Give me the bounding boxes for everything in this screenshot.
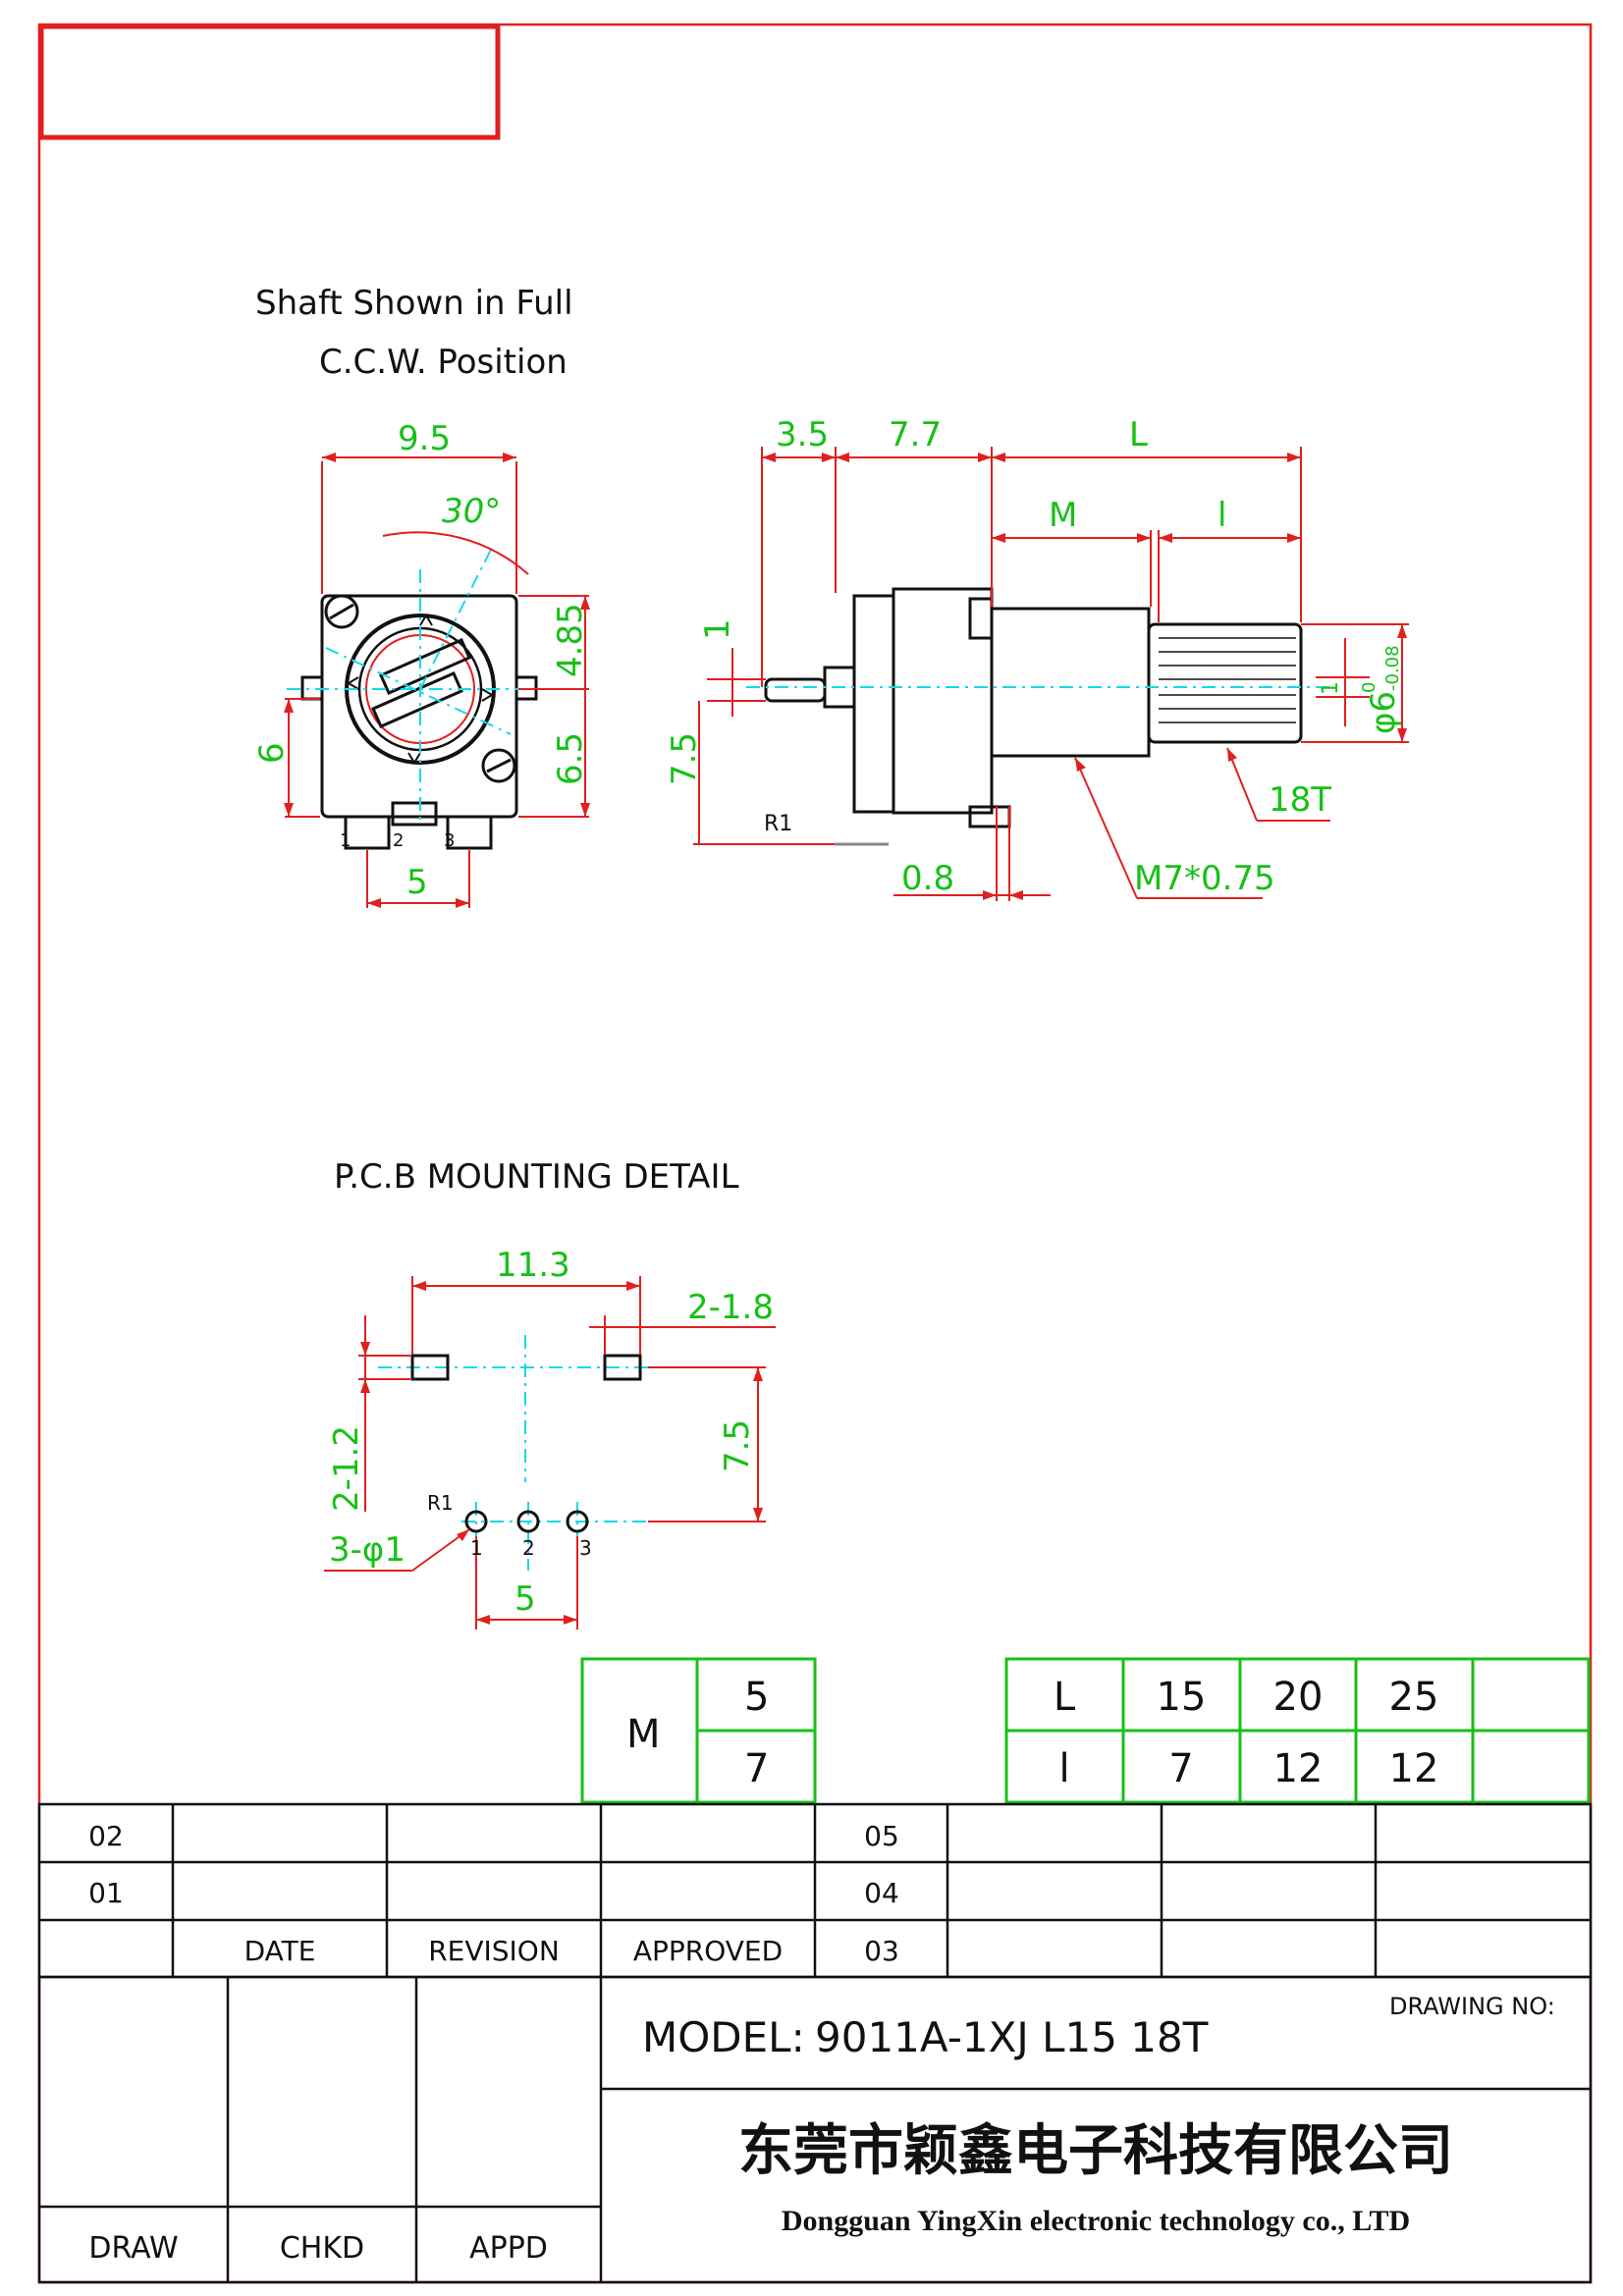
- bushing: [990, 607, 1151, 758]
- dim-thread: M7*0.75: [1134, 859, 1275, 898]
- table-m-value-1: 5: [744, 1675, 769, 1720]
- dim-tol-down: -0.08: [1382, 645, 1403, 691]
- pcb-hole-3: [566, 1510, 589, 1533]
- rev-cell: 02: [88, 1820, 124, 1852]
- dim-shaft-1: 1: [1319, 681, 1343, 695]
- screw-top-left: [324, 594, 359, 629]
- pin-label-1: 1: [340, 830, 351, 851]
- pcb-detail-title: P.C.B MOUNTING DETAIL: [334, 1157, 739, 1197]
- rev-cell: 05: [864, 1820, 899, 1852]
- table-l-cell: 12: [1273, 1746, 1324, 1791]
- dim-1: 1: [698, 618, 737, 640]
- pcb-hole-1: [464, 1510, 488, 1533]
- rev-header-revision: REVISION: [428, 1935, 560, 1967]
- corner-box: [38, 24, 501, 140]
- sign-draw: DRAW: [88, 2231, 178, 2266]
- dim-7-5: 7.5: [665, 732, 704, 785]
- dim-M: M: [1049, 496, 1077, 535]
- dim-angle: 30°: [442, 492, 501, 531]
- rev-cell: 03: [864, 1935, 899, 1967]
- knurled-shaft: [1147, 622, 1303, 744]
- dim-lower: 6.5: [551, 732, 590, 785]
- dim-pitch: 5: [406, 863, 428, 902]
- dim-l: l: [1217, 496, 1226, 535]
- dim-upper: 4.85: [551, 603, 590, 677]
- pin-tab: [391, 801, 438, 827]
- pcb-hole-2: [516, 1510, 540, 1533]
- sign-appd: APPD: [469, 2231, 548, 2266]
- rev-header-approved: APPROVED: [633, 1935, 783, 1967]
- pin-leg-1: [344, 815, 391, 850]
- side-r1: R1: [764, 812, 792, 836]
- dim-span: 11.3: [496, 1246, 570, 1285]
- pcb-pin-3: 3: [579, 1536, 592, 1560]
- pcb-pin-2: 2: [522, 1536, 535, 1560]
- bracket: [852, 594, 895, 814]
- table-m-value-2: 7: [744, 1746, 769, 1791]
- company-name-cn: 东莞市颖鑫电子科技有限公司: [738, 2118, 1453, 2183]
- drawing-no-label: DRAWING NO:: [1389, 1993, 1555, 2020]
- pin-leg-3: [446, 815, 493, 850]
- dim-knurl: 18T: [1269, 780, 1331, 820]
- shaft-note-line2: C.C.W. Position: [319, 343, 568, 382]
- dim-L: L: [1129, 415, 1148, 454]
- title-block: MODEL: 9011A-1XJ L15 18T DRAWING NO: DRA…: [37, 1975, 1593, 2284]
- pcb-r1: R1: [427, 1491, 454, 1515]
- table-m-label: M: [626, 1712, 661, 1757]
- dim-slot: 2-1.8: [687, 1288, 774, 1327]
- dim-0-8: 0.8: [901, 859, 954, 898]
- table-l-cell: 15: [1157, 1675, 1207, 1720]
- dim-slot-h: 2-1.2: [327, 1425, 366, 1512]
- dim-width: 9.5: [398, 419, 451, 458]
- dim-pcb-pitch: 5: [514, 1579, 536, 1619]
- company-name-en: Dongguan YingXin electronic technology c…: [782, 2205, 1410, 2237]
- table-l-cell: L: [1054, 1675, 1076, 1720]
- pcb-slot-left: [410, 1354, 450, 1381]
- table-l-cell: 7: [1168, 1746, 1193, 1791]
- dim-hole-pitch: 7.5: [718, 1419, 757, 1472]
- table-l-cell: 25: [1389, 1675, 1439, 1720]
- rev-cell: 04: [864, 1877, 899, 1909]
- model-value: 9011A-1XJ L15 18T: [815, 2013, 1209, 2061]
- pin-label-3: 3: [444, 830, 455, 851]
- table-l: L 15 20 25 l 7 12 12: [1004, 1657, 1591, 1804]
- shaft-slot: [379, 638, 471, 695]
- rev-cell: 01: [88, 1877, 124, 1909]
- dim-3-5: 3.5: [776, 415, 829, 454]
- shaft-note-line1: Shaft Shown in Full: [255, 284, 573, 323]
- dim-holes: 3-φ1: [329, 1530, 406, 1570]
- dim-7-7: 7.7: [889, 415, 942, 454]
- revision-block: 02 01 DATE REVISION APPROVED 05 04 03: [37, 1802, 1593, 1979]
- table-m: M 5 7: [580, 1657, 817, 1804]
- pcb-pin-1: 1: [470, 1536, 483, 1560]
- pcb-detail: 11.3 2-1.8 2-1.2 7.5 3-φ1 5 R1 1 2 3: [324, 1246, 776, 1629]
- rev-header-date: DATE: [244, 1935, 316, 1967]
- pcb-slot-right: [603, 1354, 642, 1381]
- side-view: 3.5 7.7 L M l 1 7.5 0.8 M7*0.75 18T φ6 0…: [665, 415, 1409, 901]
- screw-bottom-right: [481, 748, 516, 783]
- sign-chkd: CHKD: [280, 2231, 364, 2266]
- dim-shaft-dia: φ6: [1364, 691, 1403, 734]
- table-l-cell: 20: [1273, 1675, 1324, 1720]
- model-label: MODEL:: [642, 2013, 805, 2061]
- terminal: [764, 677, 827, 703]
- table-l-cell: 12: [1389, 1746, 1439, 1791]
- pin-label-2: 2: [393, 830, 404, 851]
- dim-tol-up: 0: [1359, 682, 1380, 693]
- housing: [892, 587, 994, 815]
- dim-left: 6: [252, 742, 292, 764]
- table-l-cell: l: [1058, 1746, 1069, 1791]
- front-view: 9.5 30° 4.85 6.5 6 5 1 2 3: [252, 419, 590, 908]
